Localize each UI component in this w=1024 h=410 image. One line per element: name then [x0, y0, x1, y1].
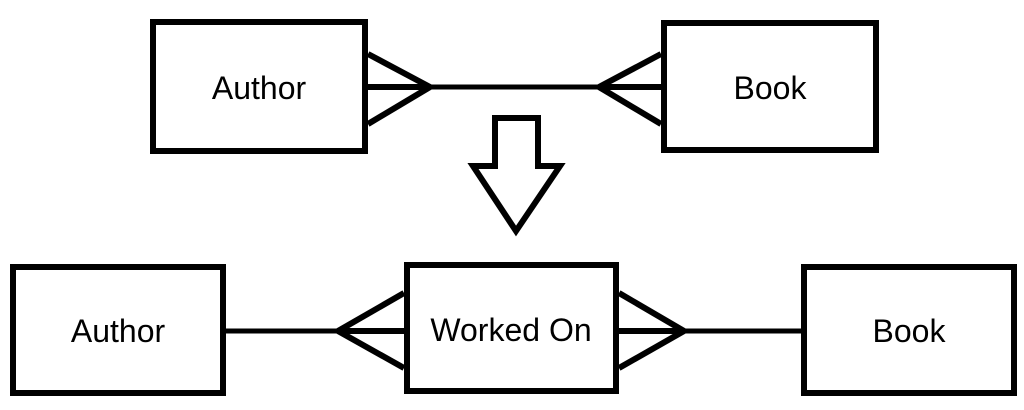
entity-author-bottom-label: Author [71, 313, 166, 349]
entity-author-bottom[interactable]: Author [10, 264, 226, 396]
entity-book-top-label: Book [734, 70, 808, 106]
entity-author-top-label: Author [212, 70, 307, 106]
entity-worked-on[interactable]: Worked On [404, 262, 619, 394]
entity-author-top[interactable]: Author [150, 19, 368, 154]
entity-worked-on-box[interactable] [404, 262, 619, 394]
entity-worked-on-label: Worked On [430, 312, 591, 348]
crowfoot-many-workedon-right [617, 290, 686, 371]
crowfoot-many-workedon-left [336, 290, 406, 371]
top-relationship-group: Author Book [150, 19, 879, 154]
entity-author-top-box[interactable] [150, 19, 368, 154]
entity-book-bottom[interactable]: Book [801, 264, 1017, 396]
entity-book-top[interactable]: Book [661, 20, 879, 153]
bottom-relationship-group: Author Worked On Book [10, 262, 1017, 396]
transform-down-arrow [467, 115, 566, 237]
crowfoot-many-author-top [366, 51, 432, 127]
crowfoot-many-book-top [597, 51, 663, 127]
down-arrow-icon [467, 115, 566, 237]
entity-author-bottom-box[interactable] [10, 264, 226, 396]
entity-book-bottom-box[interactable] [801, 264, 1017, 396]
entity-book-top-box[interactable] [661, 20, 879, 153]
entity-book-bottom-label: Book [873, 313, 947, 349]
